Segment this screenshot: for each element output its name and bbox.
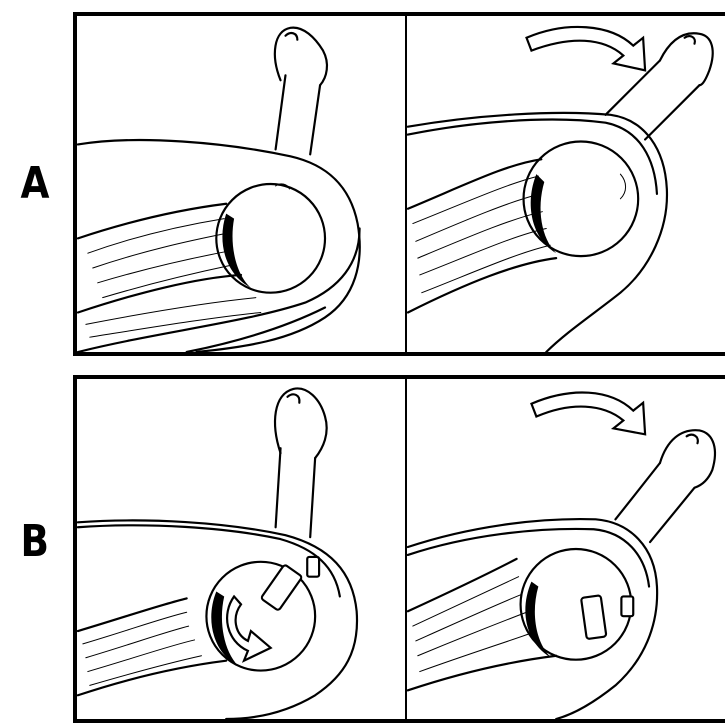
shoulder-illustration: [77, 16, 407, 352]
shoulder-panel-a-rotated: [405, 12, 725, 356]
rotation-arrow-icon: [527, 27, 646, 70]
row-label-a: A: [21, 162, 50, 206]
shoulder-illustration: [407, 16, 725, 352]
shoulder-panel-a-rest: [73, 12, 409, 356]
row-label-b: B: [21, 520, 50, 564]
shoulder-panel-b-rest: [73, 375, 409, 723]
shoulder-panel-b-rotated: [405, 375, 725, 723]
shoulder-illustration: [77, 379, 407, 719]
rotation-arrow-icon: [531, 393, 645, 435]
shoulder-illustration: [407, 379, 725, 719]
